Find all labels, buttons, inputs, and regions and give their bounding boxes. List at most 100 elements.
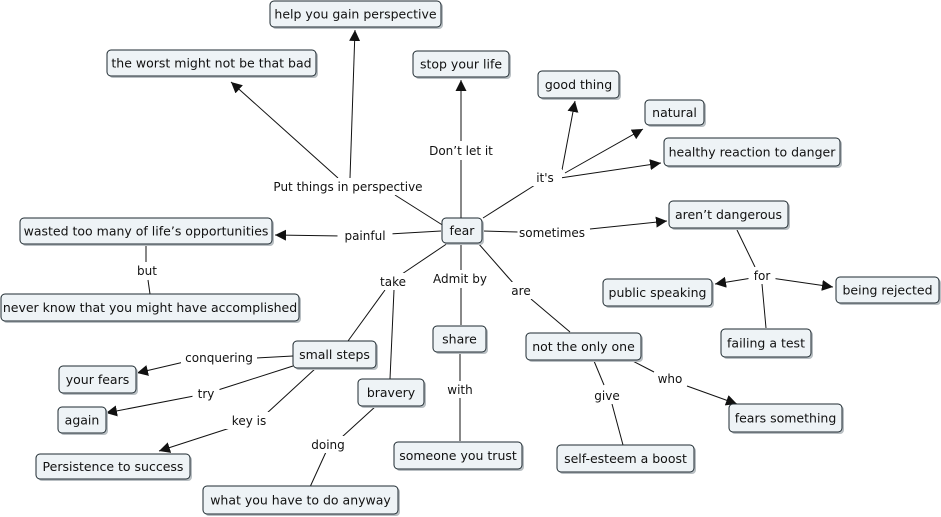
concept-share: share xyxy=(432,325,488,354)
link-label-text: it's xyxy=(536,171,554,185)
concept-box xyxy=(393,441,523,470)
link-label-background xyxy=(225,412,273,429)
link-label-background xyxy=(656,370,684,387)
edge-smallsteps-conquering xyxy=(255,355,294,359)
link-label-background xyxy=(748,267,776,284)
edge-doing-what xyxy=(309,451,327,488)
concept-public-speaking: public speaking xyxy=(602,278,714,308)
concept-box xyxy=(57,406,107,434)
concept-not-only-one: not the only one xyxy=(525,332,643,362)
concept-box xyxy=(728,403,843,433)
link-label-background xyxy=(337,227,393,244)
link-label-text: for xyxy=(754,269,771,283)
concept-label: someone you trust xyxy=(399,448,517,463)
concept-label: self-esteem a boost xyxy=(564,451,687,466)
link-with: with xyxy=(443,381,477,398)
link-key-is: key is xyxy=(225,412,273,429)
concept-label: failing a test xyxy=(727,336,805,351)
arrow-its-good xyxy=(561,100,579,171)
arrow-painful-wasted xyxy=(274,229,343,241)
edge-fear-its xyxy=(482,184,536,219)
concept-label: the worst might not be that bad xyxy=(111,56,311,71)
concept-arent-dangerous: aren’t dangerous xyxy=(668,200,790,230)
link-label-background xyxy=(590,387,624,404)
link-try: try xyxy=(192,385,220,402)
concept-failing-test: failing a test xyxy=(720,328,813,359)
concept-being-rejected: being rejected xyxy=(835,276,941,305)
edge-notonly-give xyxy=(593,360,605,386)
edge-take-bravery xyxy=(389,289,395,380)
edge-fear-painful xyxy=(388,230,442,235)
link-label-background xyxy=(443,381,477,398)
concept-box xyxy=(202,485,399,515)
concept-box xyxy=(537,70,620,99)
link-label-text: with xyxy=(447,383,472,397)
link-take: take xyxy=(376,273,410,290)
concept-label: stop your life xyxy=(420,57,502,72)
concept-self-esteem: self-esteem a boost xyxy=(556,444,696,474)
link-its: it's xyxy=(528,169,562,186)
concept-label: good thing xyxy=(545,77,612,92)
concept-box xyxy=(412,50,510,78)
concept-box xyxy=(58,365,137,394)
concept-box xyxy=(835,276,940,304)
concept-label: healthy reaction to danger xyxy=(669,145,837,160)
concept-label: public speaking xyxy=(609,285,707,300)
link-label-background xyxy=(133,262,161,279)
concept-label: help you gain perspective xyxy=(274,7,436,22)
link-sometimes: sometimes xyxy=(517,224,587,241)
edge-give-selfesteem xyxy=(611,403,624,446)
concept-fears-something: fears something xyxy=(728,403,844,434)
arrow-who-fears xyxy=(686,385,738,406)
link-label-text: key is xyxy=(232,414,266,428)
concept-box xyxy=(357,378,425,407)
connector-lines xyxy=(105,29,834,488)
concept-label: what you have to do anyway xyxy=(210,493,391,508)
concept-label: your fears xyxy=(66,372,129,387)
edge-take-smallsteps xyxy=(347,289,386,342)
arrow-keyis-persistence xyxy=(158,427,231,453)
concept-label: natural xyxy=(652,105,697,120)
arrow-its-natural xyxy=(564,128,644,174)
concept-what-anyway: what you have to do anyway xyxy=(202,485,400,516)
concept-box xyxy=(19,217,273,245)
concept-box xyxy=(269,0,442,28)
concept-label: never know that you might have accomplis… xyxy=(3,300,297,315)
link-dont-let: Don’t let it xyxy=(416,142,506,159)
concept-label: not the only one xyxy=(532,339,635,354)
concept-help-perspective: help you gain perspective xyxy=(269,0,443,29)
link-doing: doing xyxy=(307,436,349,453)
edge-bravery-doing xyxy=(341,405,377,438)
concept-box xyxy=(644,99,705,126)
concept-label: fear xyxy=(450,223,476,238)
link-but: but xyxy=(133,262,161,279)
link-give: give xyxy=(590,387,624,404)
concept-label: being rejected xyxy=(842,283,932,298)
link-label-text: painful xyxy=(344,229,385,243)
link-label-text: take xyxy=(380,275,406,289)
concept-box xyxy=(720,328,812,358)
concept-persistence: Persistence to success xyxy=(35,453,192,481)
link-label-text: Don’t let it xyxy=(429,144,493,158)
concept-box xyxy=(0,293,300,322)
link-who: who xyxy=(656,370,684,387)
arrow-perspective-worst xyxy=(230,81,339,179)
edge-for-failing xyxy=(761,283,767,329)
edge-arent-for xyxy=(736,229,756,268)
concept-box xyxy=(602,278,713,307)
concept-wasted-opportunities: wasted too many of life’s opportunities xyxy=(19,217,274,246)
link-label-text: try xyxy=(198,387,215,401)
concept-label: Persistence to success xyxy=(43,459,184,474)
edge-are-notonly xyxy=(530,298,571,333)
concept-box xyxy=(432,325,487,353)
concept-label: wasted too many of life’s opportunities xyxy=(24,224,269,239)
link-label-background xyxy=(192,385,220,402)
link-label-text: are xyxy=(511,284,530,298)
link-for: for xyxy=(748,267,776,284)
concept-natural: natural xyxy=(644,99,706,127)
link-label-background xyxy=(507,282,535,299)
edge-fear-perspective xyxy=(394,194,445,227)
link-label-text: doing xyxy=(311,438,345,452)
link-label-text: conquering xyxy=(185,351,253,365)
